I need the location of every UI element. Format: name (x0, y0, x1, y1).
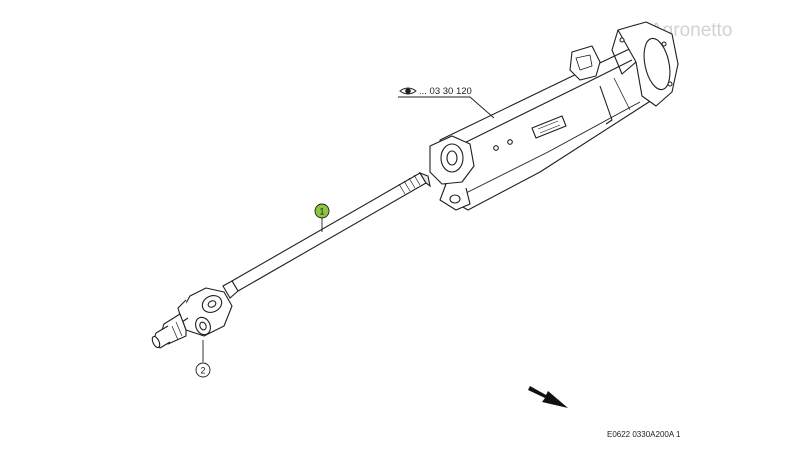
callout-1-label: 1 (319, 207, 324, 217)
axle-housing (429, 21, 679, 211)
footer-code: E0622 0330A200A 1 (607, 430, 681, 439)
callout-2-circle (195, 362, 211, 378)
reference-tag[interactable]: ... 03 30 120 (399, 86, 472, 97)
arrow-down-right-icon (528, 386, 568, 408)
callout-1-circle (314, 203, 330, 219)
callout-1[interactable]: 1 (314, 203, 330, 219)
eye-icon (399, 87, 417, 95)
universal-joint (151, 287, 233, 349)
callout-2-label: 2 (200, 366, 205, 376)
leader-lines (202, 96, 495, 362)
drive-shaft (222, 171, 431, 299)
reference-text: ... 03 30 120 (419, 86, 472, 97)
callout-2[interactable]: 2 (195, 362, 211, 378)
